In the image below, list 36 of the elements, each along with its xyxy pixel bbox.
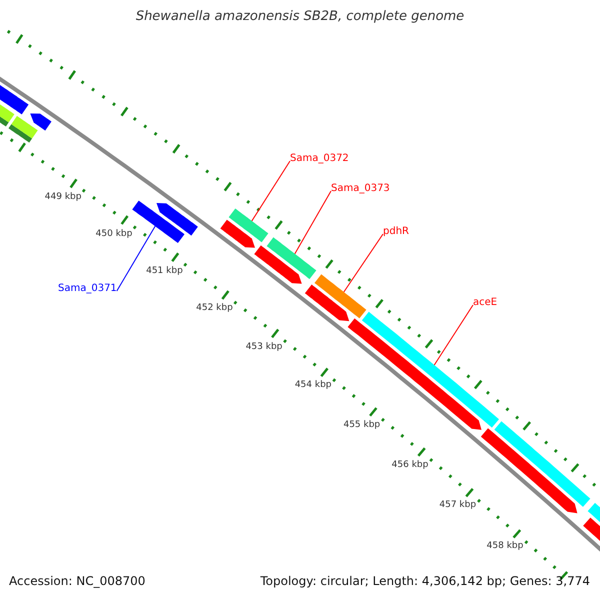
gene-label: aceE	[473, 297, 498, 308]
scale-label: 451 kbp	[146, 266, 183, 277]
leader-line	[294, 190, 332, 254]
gene-feature	[254, 245, 302, 284]
scale-label: 452 kbp	[196, 304, 233, 314]
gene-label: Sama_0371	[58, 283, 117, 294]
gene-feature	[228, 208, 268, 242]
footer-text: Topology: circular; Length: 4,306,142 bp; Genes: 3,774	[260, 575, 590, 588]
leader-line	[434, 304, 474, 366]
leader-line	[343, 234, 384, 292]
gene-feature	[362, 312, 499, 428]
scale-label: 449 kbp	[44, 193, 82, 204]
gene-label: Sama_0373	[331, 183, 390, 194]
scale-label: 456 kbp	[392, 460, 428, 471]
scale-label: 453 kbp	[246, 342, 282, 353]
gene-label: Sama_0372	[290, 153, 349, 164]
scale-label: 455 kbp	[343, 420, 380, 431]
gene-feature	[156, 203, 198, 236]
gene-feature	[0, 84, 29, 114]
scale-label: 457 kbp	[439, 501, 476, 512]
gene-feature	[220, 220, 255, 248]
scale-label: 454 kbp	[294, 381, 332, 392]
gene-feature	[30, 114, 52, 131]
scale-label: 458 kbp	[486, 542, 524, 552]
gene-feature	[266, 237, 316, 280]
gene-label: pdhR	[383, 226, 409, 237]
scale-label: 450 kbp	[96, 230, 132, 240]
gene-feature	[494, 421, 590, 507]
gene-feature	[314, 274, 366, 318]
title-text: Shewanella amazonensis SB2B, complete genome	[134, 10, 466, 24]
gene-feature	[480, 428, 578, 514]
gene-feature	[304, 284, 350, 322]
leader-line	[251, 160, 290, 222]
footer-text: Accession: NC_008700	[9, 575, 146, 588]
gene-feature	[132, 200, 184, 243]
gene-feature	[8, 116, 38, 143]
